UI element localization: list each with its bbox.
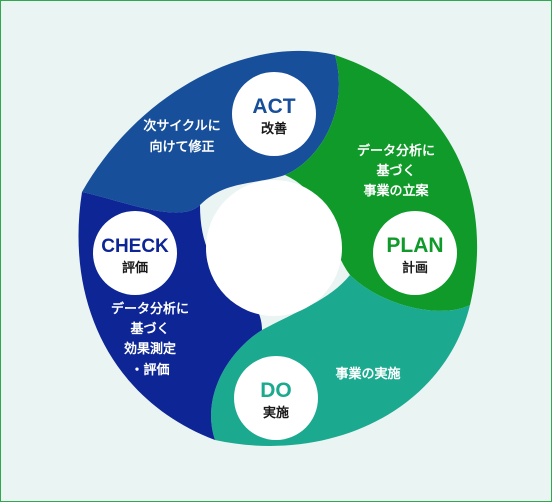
act-line-1: 次サイクルに: [143, 118, 220, 134]
plan-line-3: 事業の立案: [363, 183, 429, 199]
do-subtitle: 実施: [263, 405, 289, 421]
do-line-1: 事業の実施: [335, 366, 400, 382]
act-description: 次サイクルに 向けて修正: [143, 118, 220, 155]
plan-subtitle: 計画: [402, 260, 428, 276]
center-hole: [206, 180, 342, 316]
do-badge: DO 実施: [234, 356, 318, 440]
plan-line-1: データ分析に: [357, 143, 435, 159]
check-line-4: ・評価: [130, 362, 169, 378]
act-subtitle: 改善: [261, 121, 287, 137]
plan-description: データ分析に 基づく 事業の立案: [357, 143, 435, 199]
check-subtitle: 評価: [122, 260, 148, 276]
check-line-1: データ分析に: [111, 301, 189, 317]
do-description: 事業の実施: [335, 366, 400, 382]
act-line-2: 向けて修正: [149, 139, 214, 155]
plan-badge: PLAN 計画: [373, 211, 457, 295]
check-title: CHECK: [101, 236, 169, 257]
do-title: DO: [260, 379, 292, 402]
check-line-2: 基づく: [129, 321, 169, 337]
plan-title: PLAN: [386, 234, 443, 257]
plan-line-2: 基づく: [375, 163, 415, 179]
act-title: ACT: [252, 95, 295, 118]
check-description: データ分析に 基づく 効果測定 ・評価: [111, 301, 189, 378]
act-badge: ACT 改善: [232, 72, 316, 156]
check-badge: CHECK 評価: [93, 211, 177, 295]
check-line-3: 効果測定: [124, 341, 176, 357]
